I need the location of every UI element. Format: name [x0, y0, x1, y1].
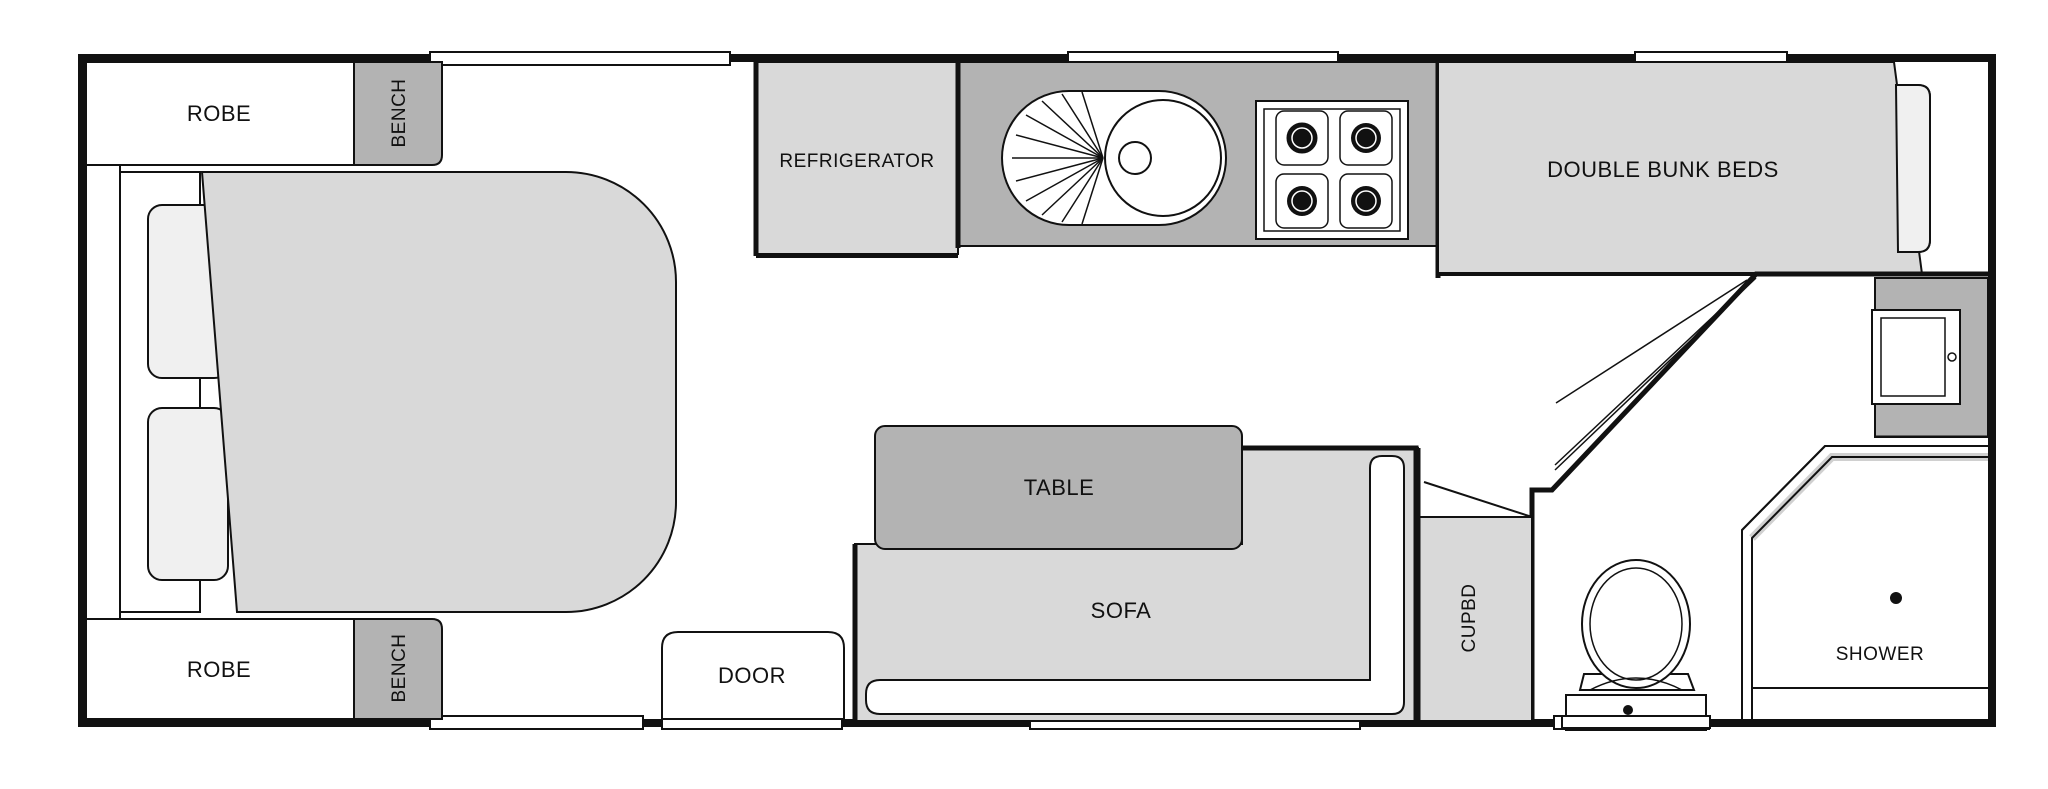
door-swing [1555, 279, 1748, 404]
toilet [1561, 559, 1711, 731]
basin [1871, 309, 1961, 405]
bench-bottom-label: BENCH [389, 633, 410, 702]
robe-top-label: ROBE [187, 101, 251, 126]
door-label: DOOR [718, 663, 786, 688]
sink-drainer [1012, 91, 1104, 225]
sofa-label: SOFA [1091, 598, 1152, 623]
robe-bottom-area: ROBE [85, 618, 355, 720]
refrigerator-label: REFRIGERATOR [779, 151, 934, 172]
bench-top-area: BENCH [353, 61, 443, 166]
bed-pillow-bottom [147, 407, 229, 581]
table-label: TABLE [1024, 475, 1095, 500]
bed-mattress [200, 171, 677, 613]
shower-drain-icon [1890, 592, 1902, 604]
robe-bottom-label: ROBE [187, 657, 251, 682]
shower-label: SHOWER [1836, 644, 1925, 665]
sofa-backrest [865, 455, 1405, 715]
cupboard: CUPBD [1415, 448, 1533, 723]
bench-top-label: BENCH [389, 78, 410, 147]
window-top-left [429, 51, 731, 66]
bed [85, 164, 677, 620]
cooktop [1255, 100, 1409, 240]
bathroom-vanity [1871, 277, 1992, 441]
robe-top-area: ROBE [85, 61, 355, 166]
entry-door[interactable]: DOOR [661, 631, 845, 720]
table: TABLE [874, 425, 1243, 550]
sink [1001, 90, 1227, 226]
double-bunk-beds: DOUBLE BUNK BEDS [1437, 61, 1992, 276]
kitchen-bench [955, 61, 1441, 278]
refrigerator: REFRIGERATOR [753, 61, 959, 258]
bench-bottom-area: BENCH [353, 618, 443, 720]
flush-button-icon [1623, 705, 1633, 715]
cupbd-label: CUPBD [1459, 583, 1480, 652]
shower: SHOWER [1741, 438, 1988, 719]
window-bottom-left [429, 715, 644, 730]
double-bunk-beds-label: DOUBLE BUNK BEDS [1547, 157, 1779, 182]
bed-headboard [85, 164, 121, 620]
sofa: SOFA [852, 445, 1419, 723]
